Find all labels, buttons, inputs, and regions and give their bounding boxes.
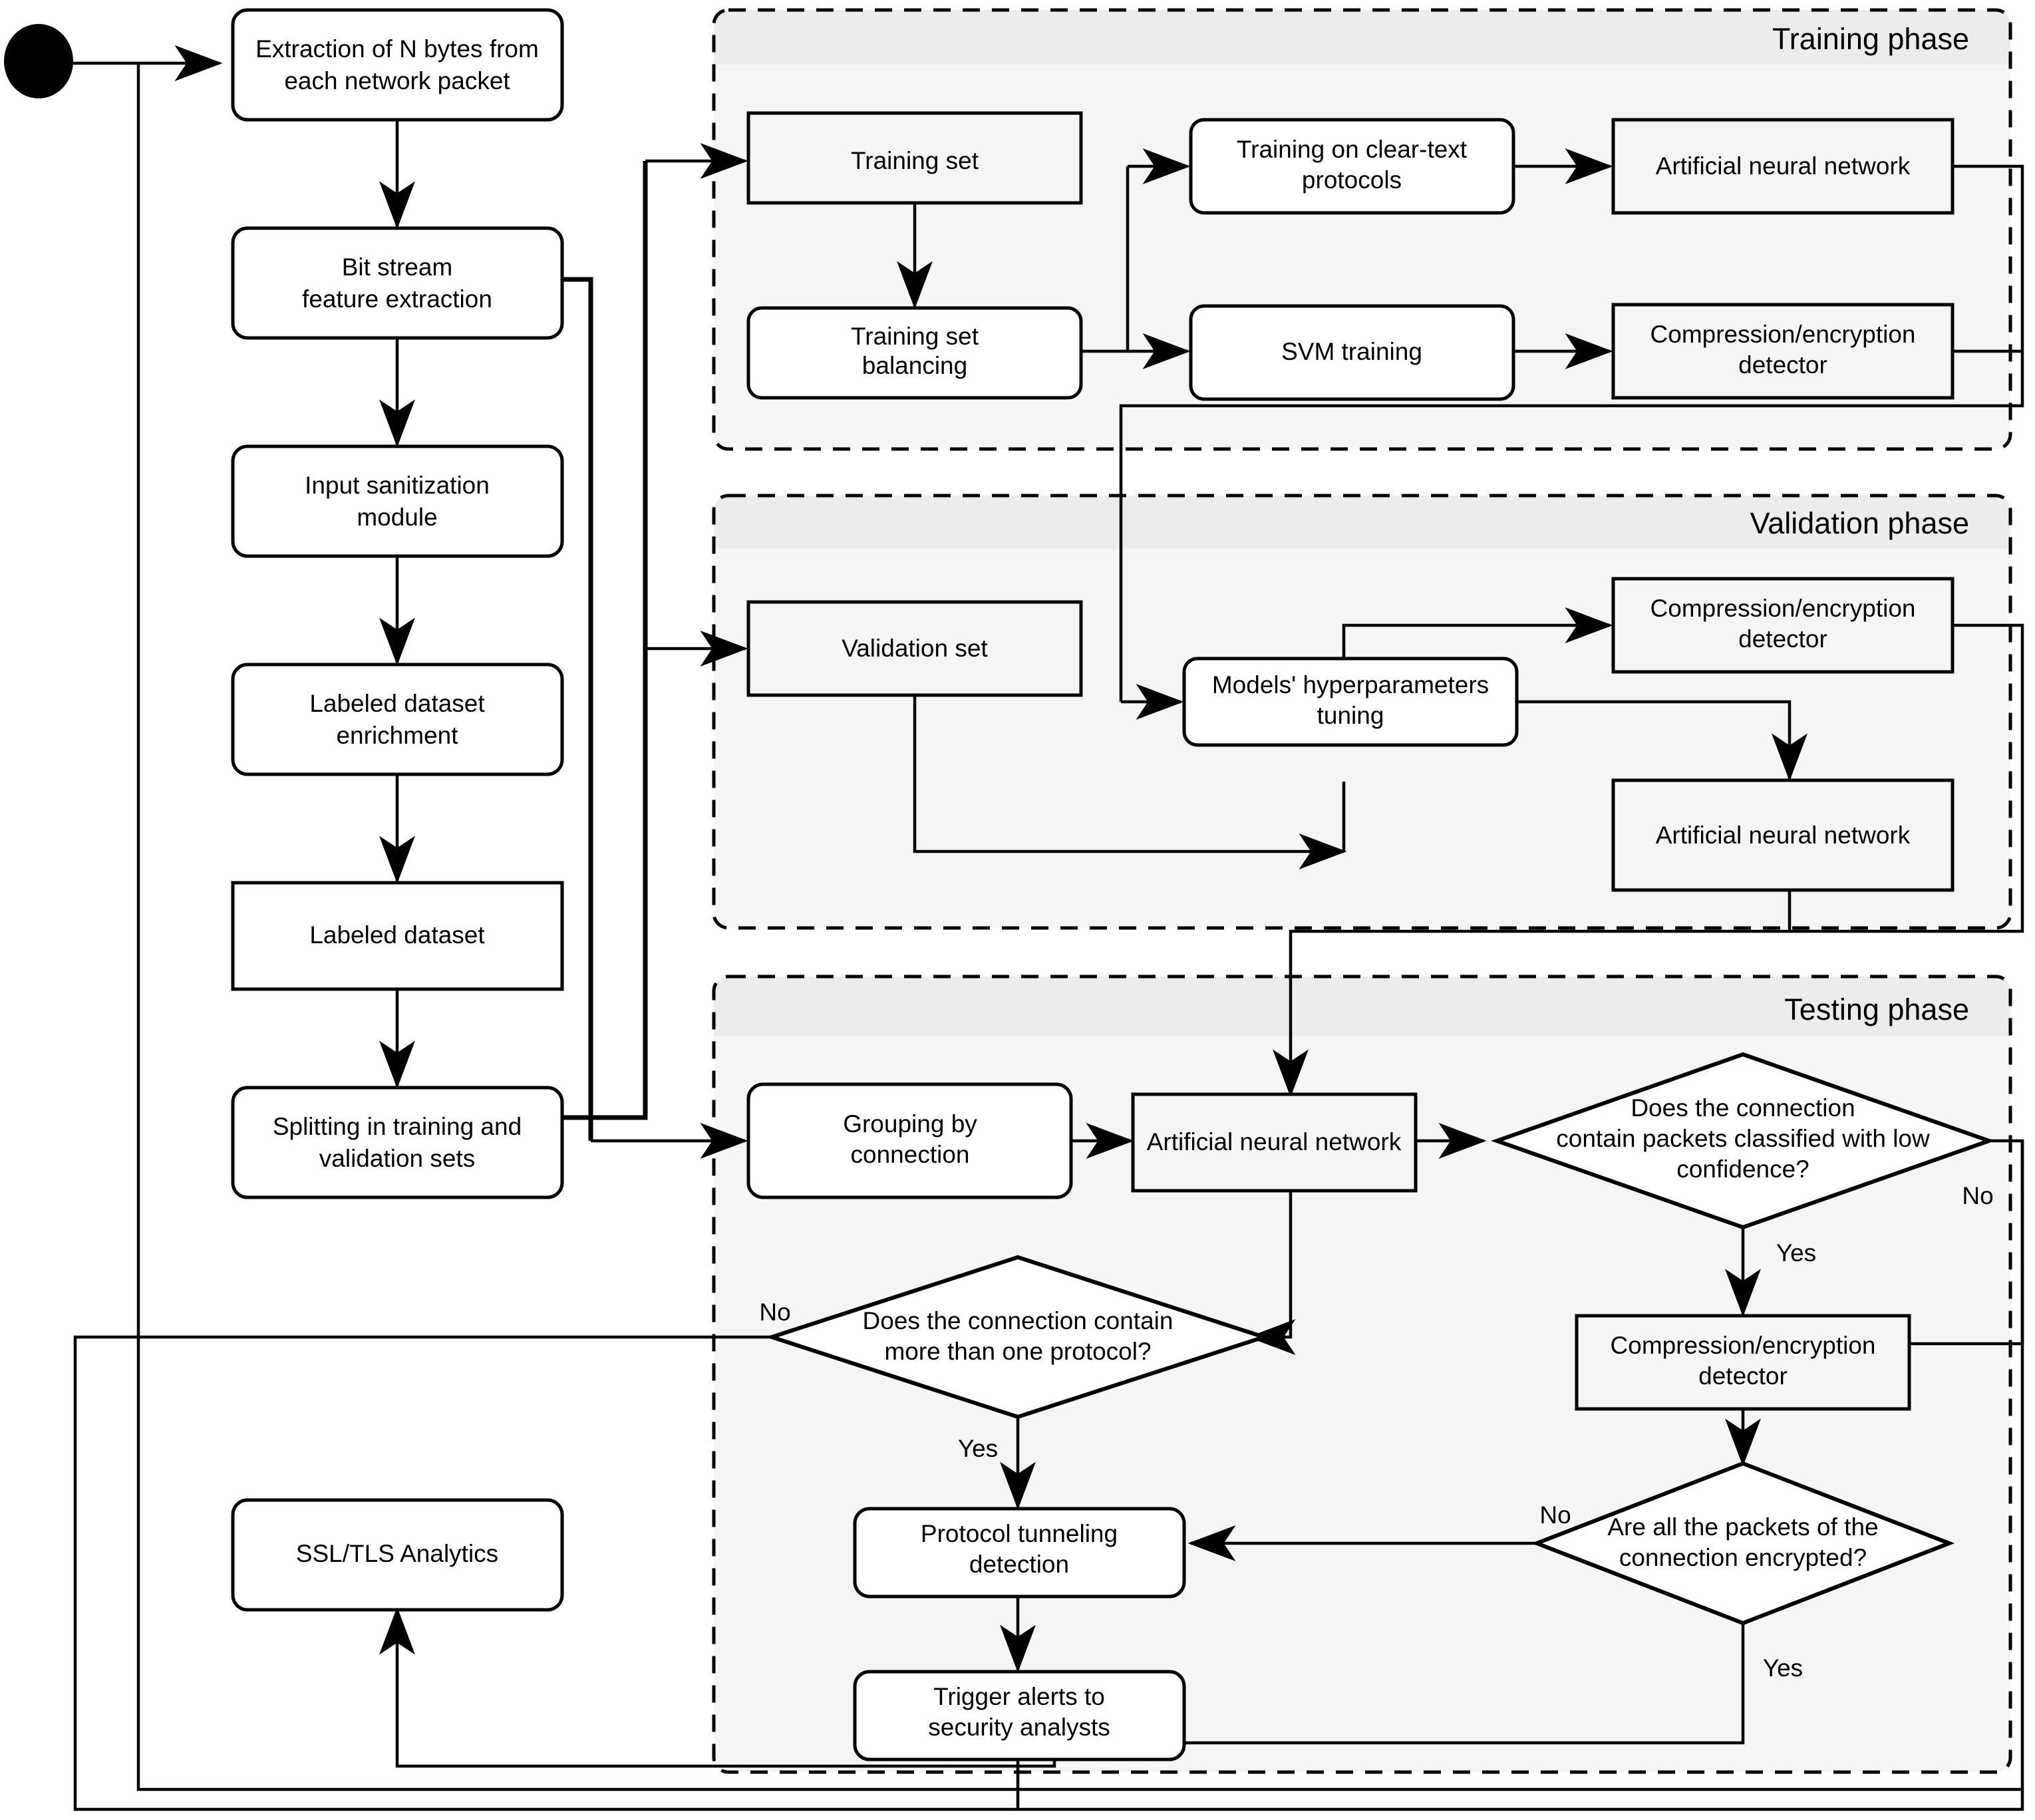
node-ssltls[interactable]: SSL/TLS Analytics	[231, 1498, 564, 1612]
node-svm-training-label: SVM training	[1281, 338, 1422, 365]
connectors	[63, 45, 2024, 1811]
node-sanitization-line2: module	[357, 504, 437, 531]
decision-low-confidence[interactable]: Does the connection contain packets clas…	[1490, 1052, 1996, 1230]
start-node	[4, 24, 73, 98]
phase-title-training: Training phase	[1772, 22, 1969, 56]
node-splitting-line2: validation sets	[319, 1145, 475, 1172]
node-bitstream[interactable]: Bit stream feature extraction	[231, 226, 564, 340]
decision-all-encrypted[interactable]: Are all the packets of the connection en…	[1531, 1461, 1955, 1626]
node-training-cleartext-line1: Training on clear-text	[1237, 136, 1468, 163]
node-training-ann[interactable]: Artificial neural network	[1611, 118, 1955, 215]
edge-validationset-to-hyperparams	[913, 695, 1347, 869]
node-dataset[interactable]: Labeled dataset	[231, 881, 564, 991]
node-extraction-line2: each network packet	[284, 67, 510, 94]
edge-hyperparams-to-compdet	[1342, 607, 1613, 665]
decision-multi-protocol[interactable]: Does the connection contain more than on…	[765, 1255, 1271, 1420]
node-splitting[interactable]: Splitting in training and validation set…	[231, 1086, 564, 1199]
node-alerts-line1: Trigger alerts to	[933, 1683, 1105, 1710]
node-bitstream-line2: feature extraction	[302, 285, 492, 313]
node-alerts[interactable]: Trigger alerts to security analysts	[853, 1670, 1186, 1761]
node-hyperparams[interactable]: Models' hyperparameters tuning	[1182, 657, 1519, 747]
node-testing-compdet[interactable]: Compression/encryption detector	[1575, 1314, 1911, 1411]
node-training-compdet-line2: detector	[1738, 351, 1827, 379]
edge-multiproto-no-loopback	[73, 1141, 2024, 1811]
decision-low-confidence-line2: contain packets classified with low	[1556, 1125, 1930, 1152]
node-tunneling[interactable]: Protocol tunneling detection	[853, 1507, 1186, 1598]
node-hyperparams-line2: tuning	[1317, 702, 1384, 729]
node-training-balancing-line2: balancing	[862, 352, 967, 379]
edge-bitstream-bus-down	[562, 277, 593, 1141]
edge-training-ann-to-hyperparams	[1119, 164, 2024, 702]
node-training-compdet-line1: Compression/encryption	[1650, 321, 1916, 348]
phase-title-validation: Validation phase	[1750, 506, 1969, 540]
phase-title-testing: Testing phase	[1784, 992, 1969, 1026]
decision-multi-protocol-line1: Does the connection contain	[863, 1307, 1174, 1334]
node-testing-ann[interactable]: Artificial neural network	[1131, 1092, 1418, 1193]
edge-allenc-yes-down	[1054, 1623, 1745, 1745]
node-sanitization-line1: Input sanitization	[305, 472, 490, 499]
node-grouping-line1: Grouping by	[843, 1110, 977, 1138]
edge-label-multiproto-no: No	[759, 1298, 790, 1326]
edge-label-lowconf-yes: Yes	[1776, 1239, 1816, 1267]
node-splitting-line1: Splitting in training and	[273, 1113, 522, 1140]
node-training-balancing-line1: Training set	[851, 323, 979, 350]
node-grouping-line2: connection	[851, 1141, 970, 1168]
node-enrichment[interactable]: Labeled dataset enrichment	[231, 663, 564, 776]
node-sanitization[interactable]: Input sanitization module	[231, 444, 564, 558]
node-grouping[interactable]: Grouping by connection	[746, 1082, 1073, 1199]
node-tunneling-line1: Protocol tunneling	[921, 1520, 1118, 1547]
node-training-set-label: Training set	[851, 147, 979, 174]
node-validation-ann-label: Artificial neural network	[1656, 822, 1911, 849]
node-validation-set-label: Validation set	[842, 635, 988, 662]
node-training-cleartext-line2: protocols	[1302, 166, 1402, 194]
node-alerts-line2: security analysts	[928, 1714, 1110, 1741]
node-extraction[interactable]: Extraction of N bytes from each network …	[231, 8, 564, 122]
edge-splitting-bus-up	[562, 161, 648, 1120]
node-training-cleartext[interactable]: Training on clear-text protocols	[1189, 118, 1515, 215]
node-testing-compdet-line1: Compression/encryption	[1611, 1332, 1876, 1359]
node-dataset-line1: Labeled dataset	[309, 921, 485, 949]
edge-global-feedback-bus	[136, 63, 2022, 1791]
edge-label-lowconf-no: No	[1962, 1182, 1993, 1209]
node-training-balancing[interactable]: Training set balancing	[746, 306, 1083, 400]
node-tunneling-line2: detection	[969, 1551, 1069, 1578]
node-svm-training[interactable]: SVM training	[1189, 304, 1515, 401]
node-enrichment-line1: Labeled dataset	[309, 690, 485, 717]
decision-low-confidence-line1: Does the connection	[1631, 1094, 1855, 1122]
node-ssltls-line1: SSL/TLS Analytics	[296, 1540, 498, 1567]
decision-multi-protocol-line2: more than one protocol?	[884, 1338, 1151, 1365]
node-validation-compdet-line2: detector	[1738, 625, 1827, 653]
node-validation-set[interactable]: Validation set	[746, 600, 1083, 697]
node-training-set[interactable]: Training set	[746, 111, 1083, 205]
edge-label-allenc-no: No	[1539, 1501, 1571, 1529]
node-training-compdet[interactable]: Compression/encryption detector	[1611, 303, 1955, 400]
node-validation-compdet[interactable]: Compression/encryption detector	[1611, 577, 1955, 674]
edge-hyperparams-to-validation-ann	[1513, 700, 1807, 782]
node-extraction-line1: Extraction of N bytes from	[255, 35, 539, 63]
node-testing-compdet-line2: detector	[1698, 1362, 1788, 1390]
decision-all-encrypted-line1: Are all the packets of the	[1607, 1513, 1878, 1541]
node-validation-compdet-line1: Compression/encryption	[1650, 595, 1916, 622]
node-testing-ann-label: Artificial neural network	[1147, 1128, 1402, 1155]
node-hyperparams-line1: Models' hyperparameters	[1212, 671, 1489, 698]
decision-low-confidence-line3: confidence?	[1676, 1155, 1809, 1183]
node-training-ann-label: Artificial neural network	[1656, 152, 1911, 180]
edge-label-allenc-yes: Yes	[1763, 1654, 1803, 1682]
edge-label-multiproto-yes: Yes	[958, 1435, 998, 1462]
node-bitstream-line1: Bit stream	[342, 253, 453, 281]
decision-all-encrypted-line2: connection encrypted?	[1619, 1544, 1867, 1571]
node-validation-ann[interactable]: Artificial neural network	[1611, 778, 1955, 892]
node-enrichment-line2: enrichment	[336, 722, 458, 749]
edge-validation-compdet-to-testing-ann	[1273, 623, 2024, 1098]
